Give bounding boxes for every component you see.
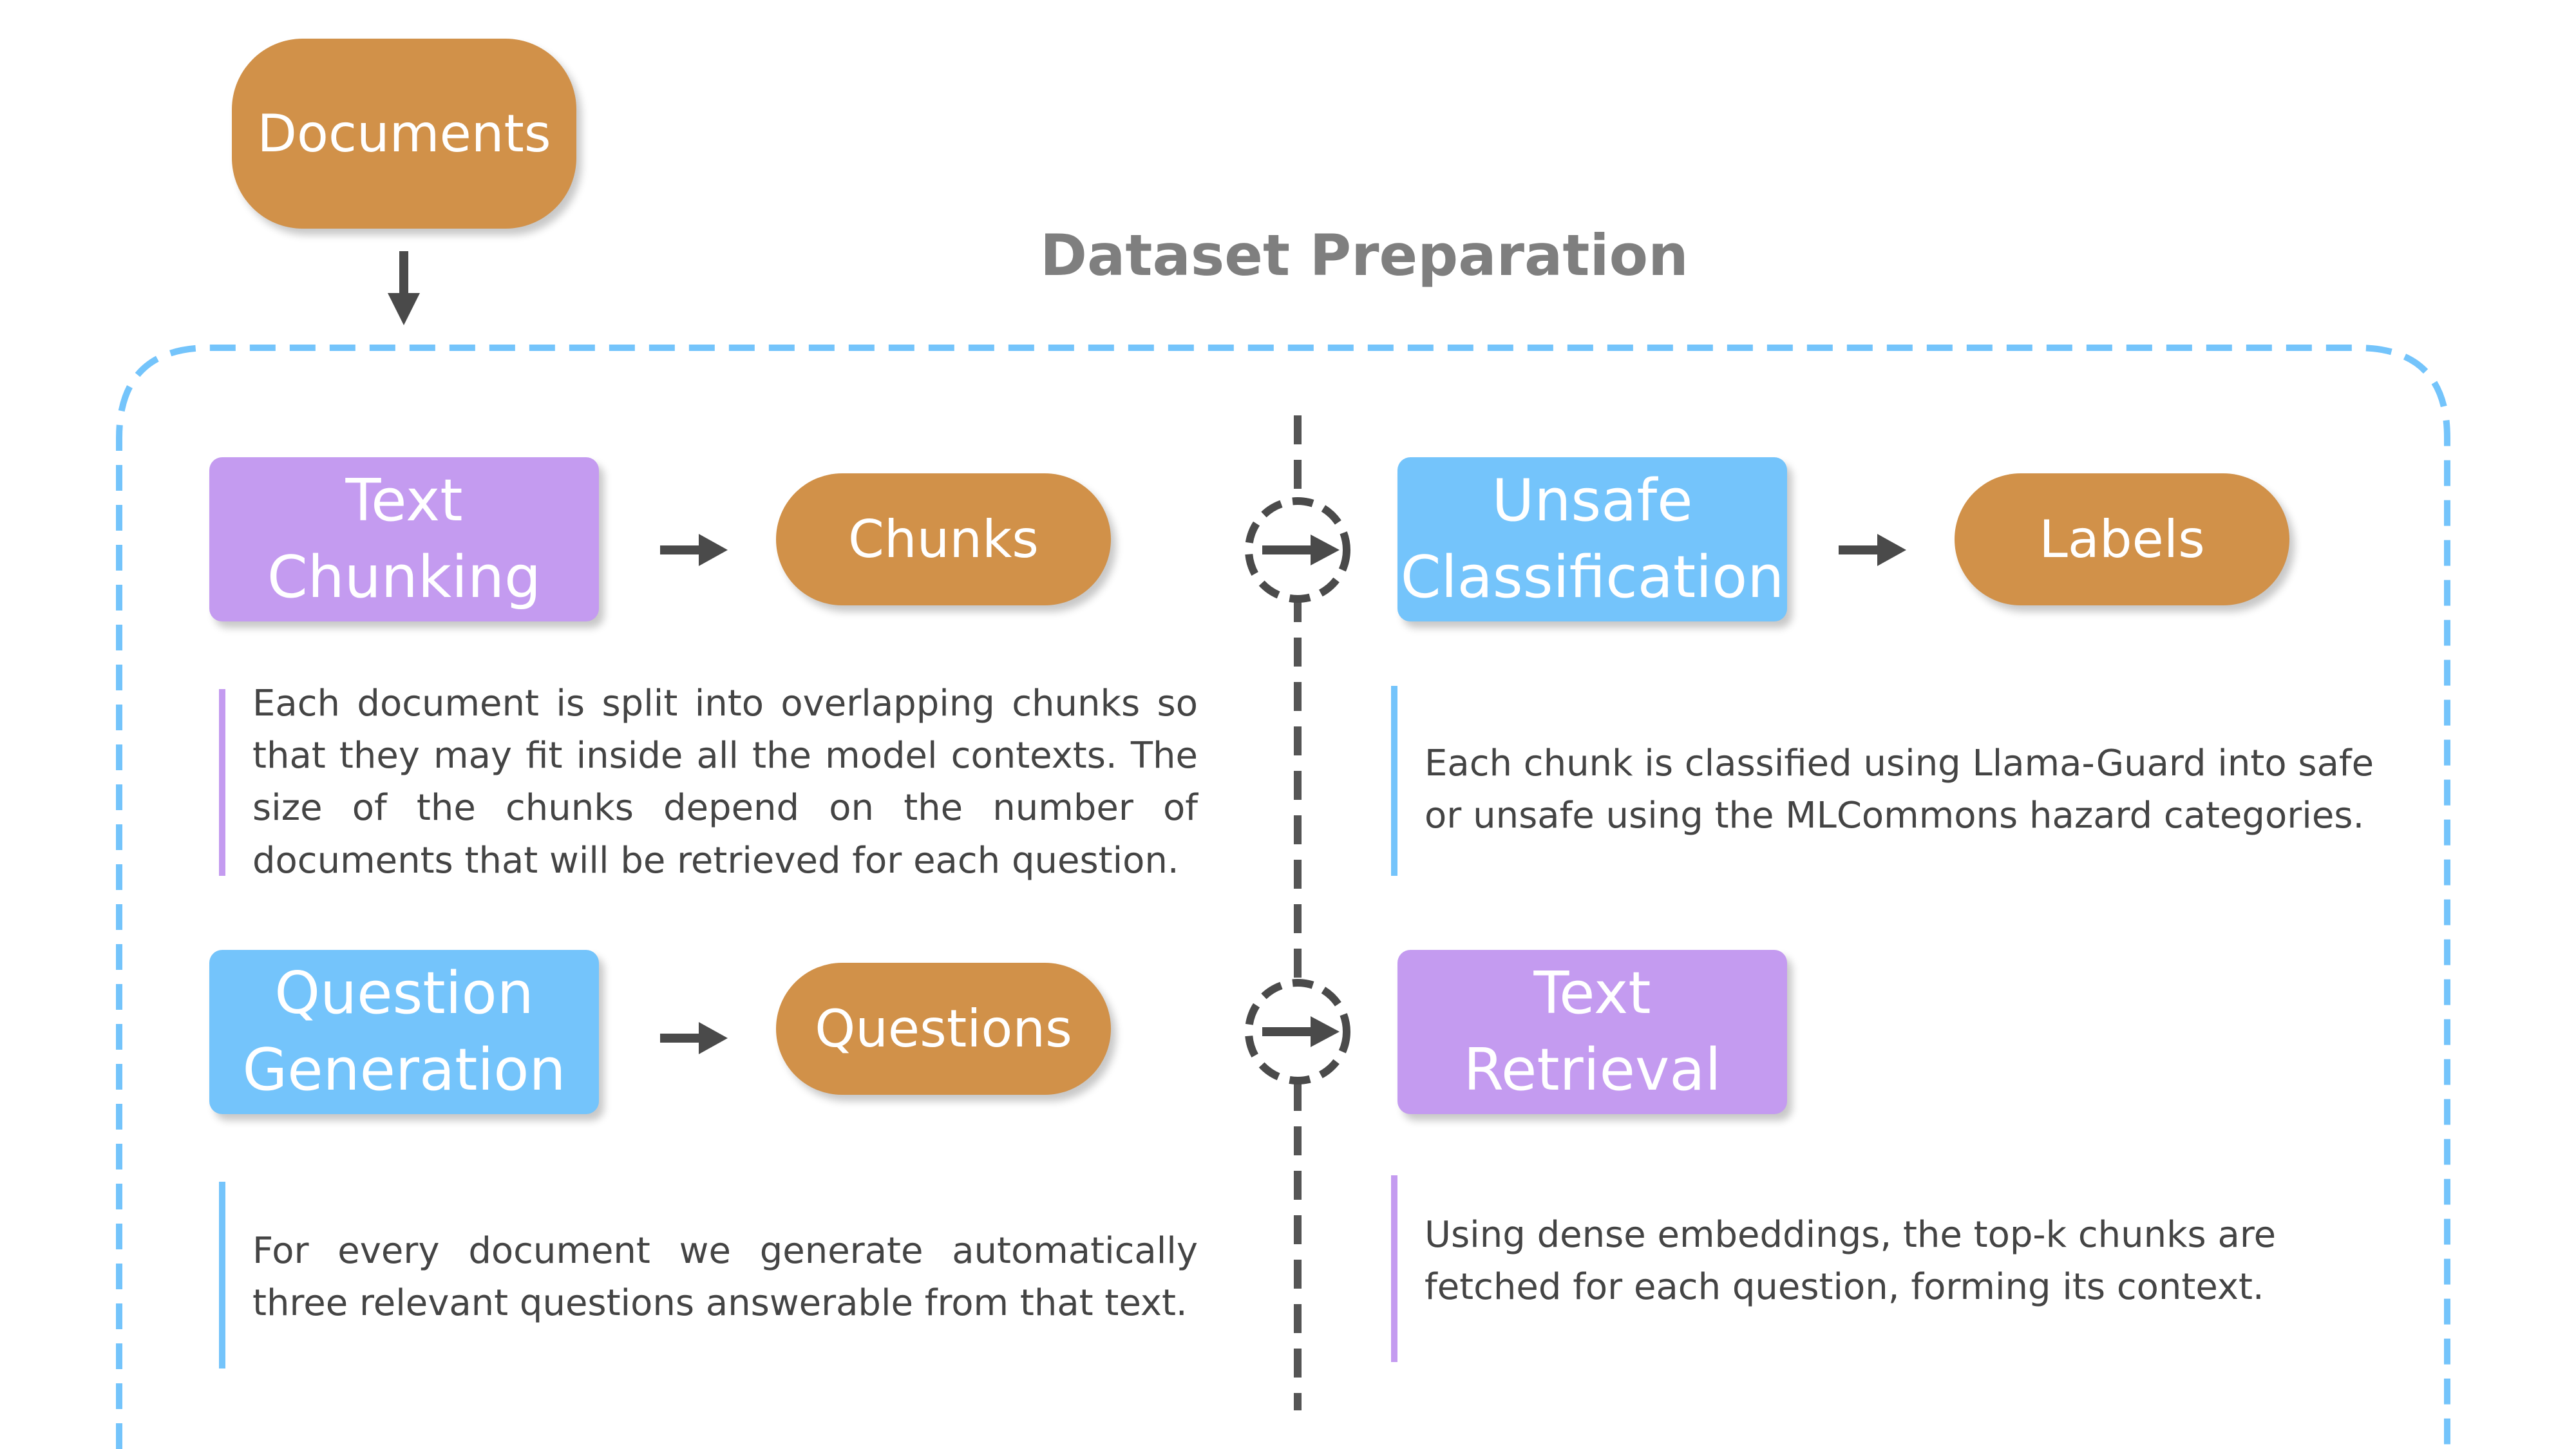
section-title: Dataset Preparation — [1040, 222, 1689, 289]
text-chunking-accent-bar — [219, 689, 225, 876]
circled-right-arrow-icon — [1245, 497, 1350, 603]
question-generation-accent-bar — [219, 1182, 225, 1368]
question-generation-node: Question Generation — [209, 950, 599, 1114]
right-arrow-icon — [660, 1022, 728, 1054]
down-arrow-icon — [388, 251, 420, 325]
text-chunking-node: Text Chunking — [209, 457, 599, 621]
unsafe-classification-description: Each chunk is classified using Llama-Gua… — [1425, 743, 2374, 837]
labels-node: Labels — [1955, 473, 2289, 605]
text-retrieval-node: Text Retrieval — [1397, 950, 1787, 1114]
text-chunking-description: Each document is split into overlapping … — [252, 683, 1198, 882]
right-arrow-icon — [660, 534, 728, 566]
chunks-node: Chunks — [776, 473, 1111, 605]
questions-node: Questions — [776, 963, 1111, 1095]
documents-node: Documents — [232, 39, 576, 229]
text-retrieval-description: Using dense embeddings, the top-k chunks… — [1425, 1214, 2277, 1309]
unsafe-classification-node: Unsafe Classification — [1397, 457, 1787, 621]
right-arrow-icon — [1839, 534, 1906, 566]
text-retrieval-accent-bar — [1391, 1175, 1397, 1362]
question-generation-description: For every document we generate automatic… — [252, 1230, 1198, 1325]
unsafe-classification-accent-bar — [1391, 686, 1397, 876]
dataset-preparation-container — [116, 345, 2450, 1449]
circled-right-arrow-icon — [1245, 979, 1350, 1084]
